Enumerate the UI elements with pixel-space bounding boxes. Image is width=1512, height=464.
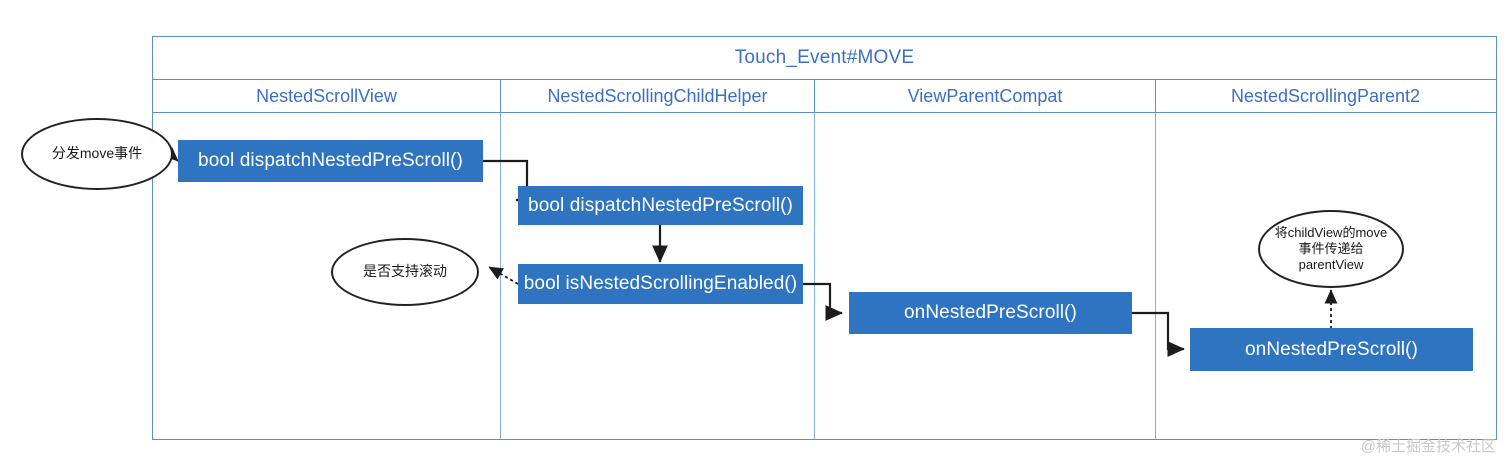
lane-column-viewparentcompat [814,113,1155,439]
node-on-nested-prescroll-1[interactable]: onNestedPreScroll() [849,292,1132,334]
node-dispatch-nested-prescroll-2[interactable]: bool dispatchNestedPreScroll() [518,186,803,225]
node-dispatch-nested-prescroll-1[interactable]: bool dispatchNestedPreScroll() [178,140,483,182]
diagram-title: Touch_Event#MOVE [153,37,1496,80]
lane-header-nestedscrollview: NestedScrollView [256,85,397,106]
annotation-dispatch-move: 分发move事件 [21,118,173,190]
node-is-nested-scrolling-enabled[interactable]: bool isNestedScrollingEnabled() [518,264,803,304]
lane-header-nestedscrollingchildhelper: NestedScrollingChildHelper [500,80,814,112]
annotation-pass-to-parent-line-1: 将childView的move [1274,224,1388,240]
annotation-pass-to-parent-line-3: parentView [1298,257,1364,273]
node-on-nested-prescroll-2[interactable]: onNestedPreScroll() [1190,328,1473,371]
watermark: @稀土掘金技术社区 [1360,438,1496,455]
lane-header-viewparentcompat: ViewParentCompat [814,80,1155,112]
lane-column-nestedscrollingparent2 [1155,113,1495,439]
annotation-pass-to-parent-line-2: 事件传递给 [1298,240,1364,256]
annotation-pass-to-parent: 将childView的move 事件传递给 parentView [1258,210,1404,288]
swimlane-header-row: NestedScrollView NestedScrollingChildHel… [153,80,1496,113]
lane-header-nestedscrollingparent2: NestedScrollingParent2 [1155,80,1495,112]
annotation-support-scroll: 是否支持滚动 [331,238,479,306]
